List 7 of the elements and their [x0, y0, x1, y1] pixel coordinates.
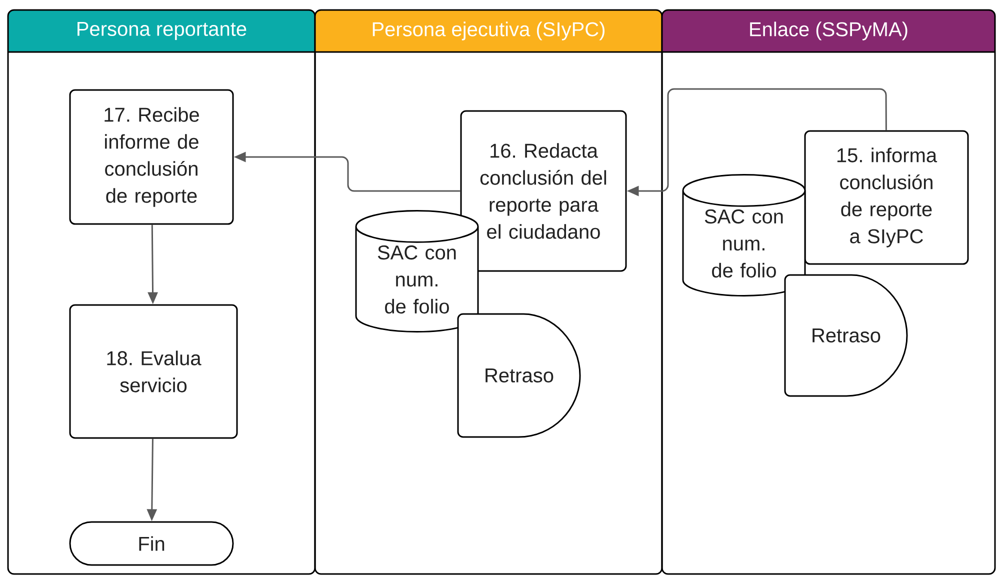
- terminator: Fin: [69, 521, 234, 566]
- database-cylinder: SAC con num. de folio: [355, 210, 479, 333]
- process-box: 18. Evalua servicio: [69, 304, 238, 439]
- process-box: 16. Redacta conclusión del reporte para el ciudadano: [460, 110, 627, 272]
- database-cylinder: SAC con num. de folio: [682, 174, 806, 297]
- process-box: 15. informa conclusión de reporte a SIyPC: [804, 130, 969, 265]
- process-box: 17. Recibe informe de conclusión de reporte: [69, 89, 234, 225]
